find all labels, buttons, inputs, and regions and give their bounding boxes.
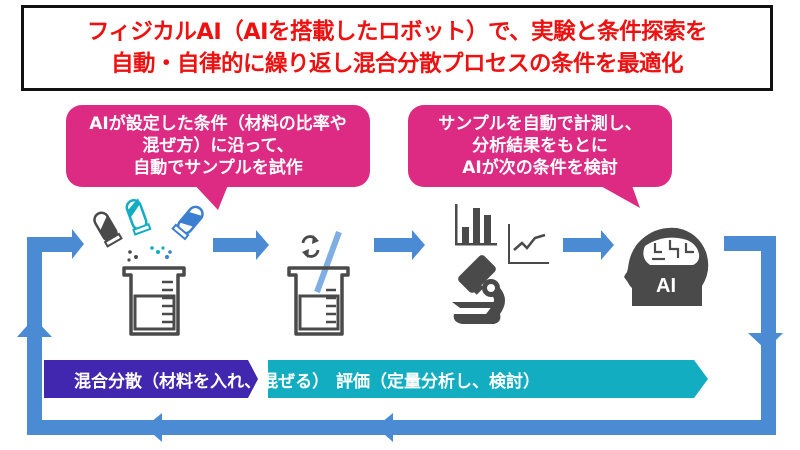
beaker-icon [122, 266, 186, 336]
ai-head-label: AI [656, 275, 676, 297]
callout-1-line-1: AIが設定した条件（材料の比率や [89, 114, 347, 134]
callout-1-line-3: 自動でサンプルを試作 [133, 158, 303, 178]
step-bar-evaluation [268, 360, 708, 398]
callout-2-line-1: サンプルを自動で計測し、 [438, 114, 642, 134]
callout-2-line-3: AIが次の条件を検討 [462, 158, 618, 178]
step-arrow-2 [374, 230, 425, 260]
stir-beaker-icon [287, 230, 350, 336]
callout-2-line-2: 分析結果をもとに [472, 136, 608, 156]
loop-arrow [17, 229, 783, 442]
callout-tail-2 [590, 180, 640, 208]
line-chart-icon [508, 224, 549, 264]
title-line-1: フィジカルAI（AIを搭載したロボット）で、実験と条件探索を [86, 19, 708, 45]
microscope-icon [452, 255, 505, 324]
rotate-icon [301, 235, 320, 258]
callout-measurement: サンプルを自動で計測し、 分析結果をもとに AIが次の条件を検討 [408, 105, 672, 187]
test-tubes-pouring-icon [93, 198, 204, 262]
title-line-2: 自動・自律的に繰り返し混合分散プロセスの条件を最適化 [110, 51, 684, 77]
ai-brain-head-icon: AI [624, 227, 709, 306]
step-label-evaluation: 評価（定量分析し、検討） [336, 371, 540, 392]
step-label-mixing: 混合分散（材料を入れ、混ぜる） [74, 371, 330, 392]
title-box: フィジカルAI（AIを搭載したロボット）で、実験と条件探索を 自動・自律的に繰り… [21, 5, 773, 91]
callout-tail-1 [190, 180, 230, 210]
step-arrow-1 [213, 230, 269, 260]
step-arrow-3 [563, 230, 614, 260]
bar-chart-icon [455, 204, 497, 246]
step-bar-mixing [44, 360, 258, 398]
callout-1-line-2: 混ぜ方）に沿って、 [142, 136, 294, 156]
callout-sample-creation: AIが設定した条件（材料の比率や 混ぜ方）に沿って、 自動でサンプルを試作 [66, 105, 370, 187]
